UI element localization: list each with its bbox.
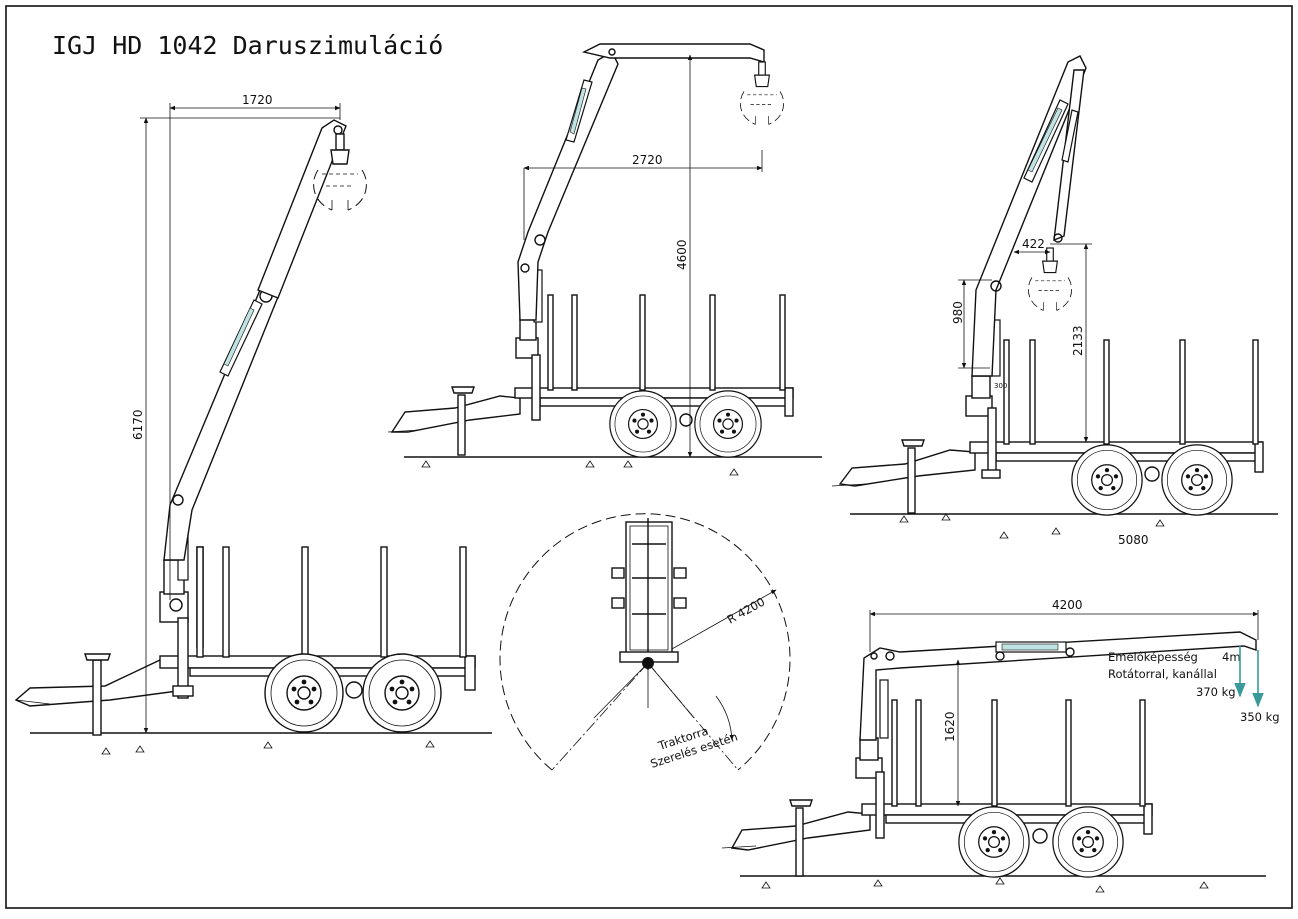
middle-side-view: 2720 4600 xyxy=(387,43,822,476)
right-dim-2133: 2133 xyxy=(1071,325,1085,356)
capacity-load-2: 350 kg xyxy=(1240,710,1280,724)
slew-radius-label: R 4200 xyxy=(725,595,768,627)
right-side-view: 422 2133 980 300 5080 xyxy=(831,55,1278,547)
bottom-reach-dim: 4200 xyxy=(1052,598,1083,612)
capacity-title: Emelőképesség xyxy=(1108,650,1198,664)
capacity-reach-label: 4m xyxy=(1222,650,1241,664)
drawing-title: IGJ HD 1042 Daruszimuláció xyxy=(52,31,443,60)
left-height-dim: 6170 xyxy=(131,409,145,440)
right-dim-980: 980 xyxy=(951,301,965,324)
bottom-height-dim: 1620 xyxy=(943,711,957,742)
right-length-dim: 5080 xyxy=(1118,533,1149,547)
capacity-load-1: 370 kg xyxy=(1196,685,1236,699)
middle-height-dim: 4600 xyxy=(675,239,689,270)
top-slewing-view: R 4200 Traktorra Szerelés esetén xyxy=(499,513,791,771)
right-dim-422: 422 xyxy=(1022,237,1045,251)
right-dim-300: 300 xyxy=(994,382,1007,390)
capacity-subtitle: Rotátorral, kanállal xyxy=(1108,667,1217,681)
bottom-right-view: 4200 1620 Emelőképesség Rotátorral, kaná… xyxy=(721,598,1280,893)
left-side-view: 1720 6170 xyxy=(14,93,492,755)
middle-reach-dim: 2720 xyxy=(632,153,663,167)
sheet-border xyxy=(5,5,1293,909)
left-reach-dim: 1720 xyxy=(242,93,273,107)
